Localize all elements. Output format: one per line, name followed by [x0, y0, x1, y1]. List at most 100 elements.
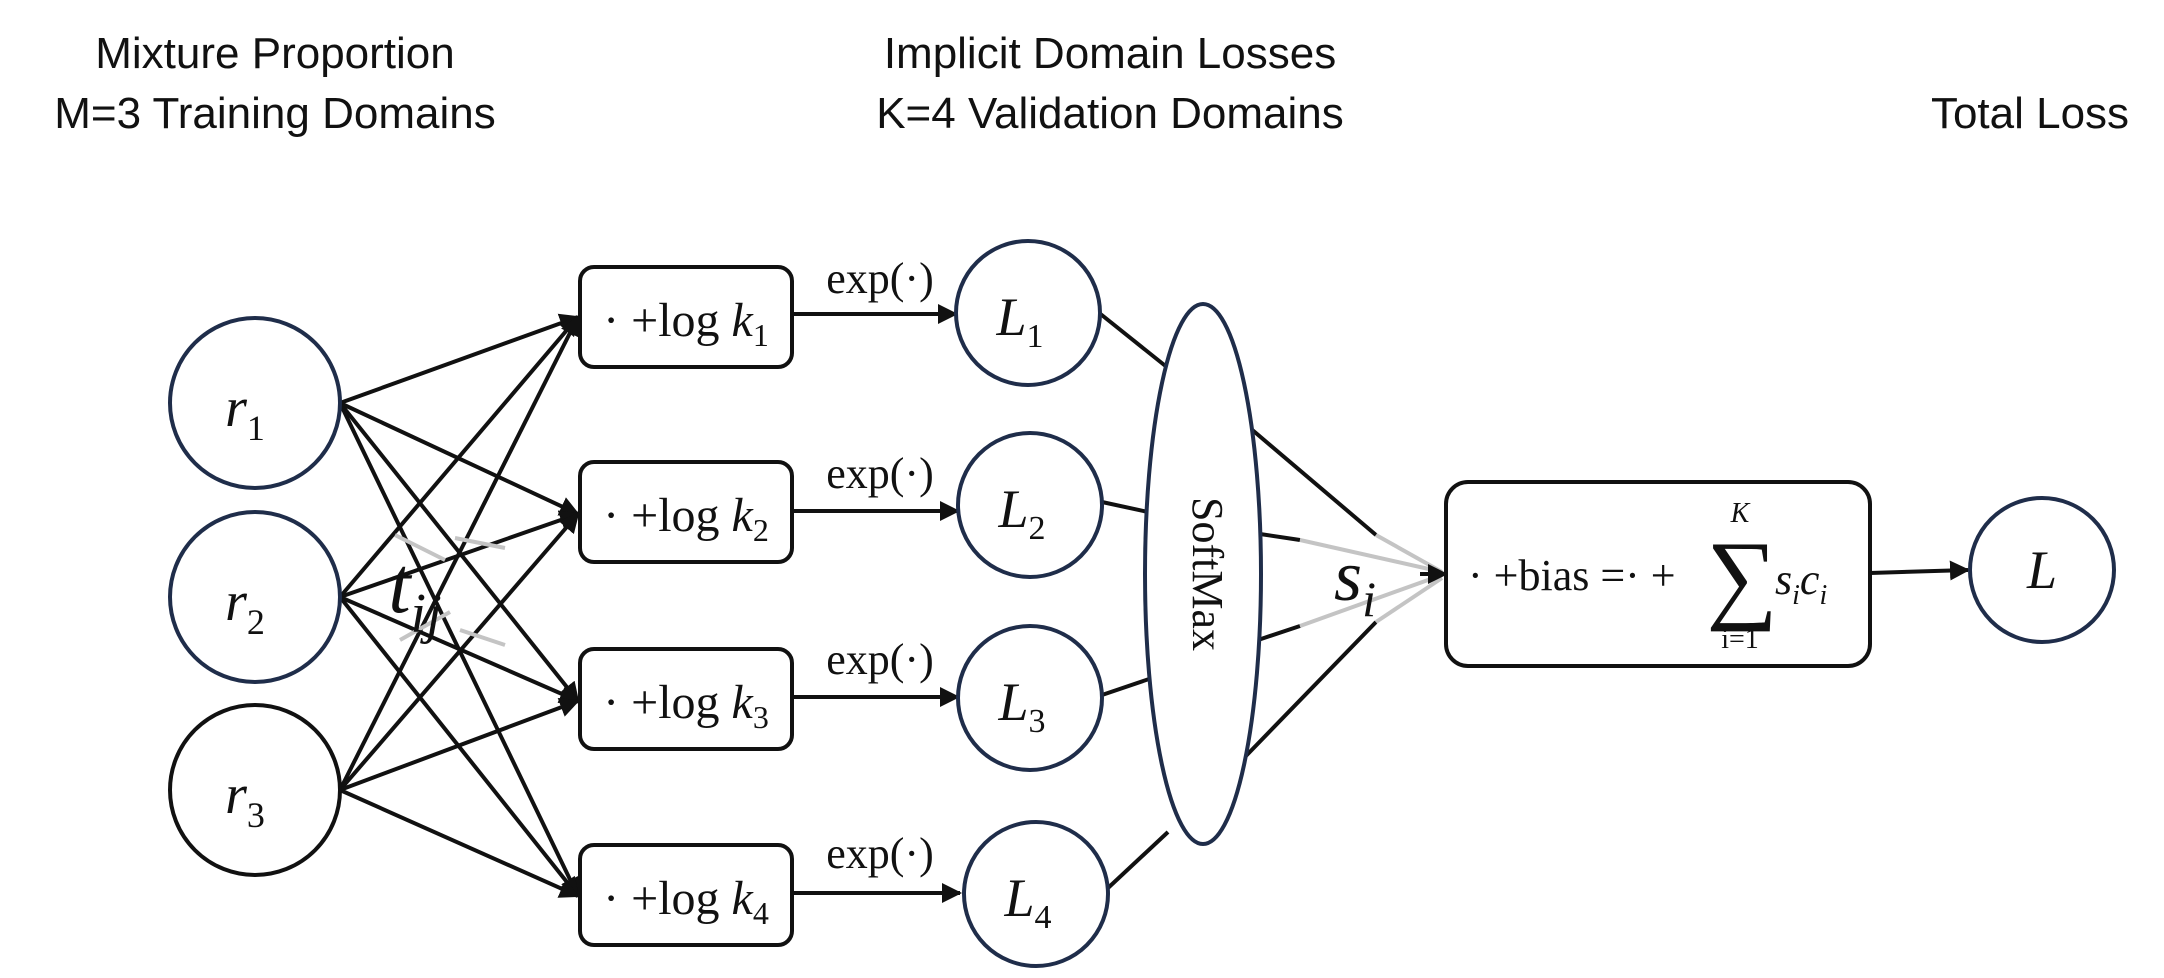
input-r2-base: r: [225, 571, 247, 633]
input-r3-base: r: [225, 764, 247, 826]
transform-label-sub: ij: [411, 583, 442, 645]
loss-node-L2: [956, 431, 1104, 579]
term-s-sub: i: [1792, 580, 1800, 611]
svg-text:· +log k1: · +log k1: [603, 294, 769, 353]
log-box-1-prefix: · +log: [603, 294, 731, 347]
edge-r3-k2: [338, 512, 580, 792]
output-node: [1968, 496, 2116, 644]
svg-text:r1: r1: [225, 377, 265, 448]
edge-softmax-total-4: [1240, 620, 1378, 762]
input-node-r1: [168, 316, 342, 490]
header-right-line1: Total Loss: [1931, 89, 2129, 138]
edge-L2-softmax: [1101, 500, 1149, 514]
loss-node-L1: [954, 239, 1102, 387]
header-middle-line1: Implicit Domain Losses: [884, 29, 1336, 78]
total-box-lhs: · +bias =· +: [1468, 551, 1676, 600]
loss-L2-base: L: [997, 479, 1028, 539]
softmax-output-edges: [1240, 426, 1448, 762]
log-box-1-base: k: [732, 294, 755, 347]
output-label: L: [2026, 540, 2057, 600]
log-boxes: · +log k1 · +log k2 · +log k3 · +log k4: [578, 265, 794, 947]
log-box-2-base: k: [732, 489, 755, 542]
log-box-4-base: k: [732, 872, 755, 925]
total-box-rect: [1444, 480, 1872, 668]
loss-nodes: L1 L2 L3 L4: [954, 239, 1110, 968]
log-box-3-base: k: [732, 676, 755, 729]
input-r3-sub: 3: [247, 795, 265, 835]
transform-label-base: t: [388, 542, 412, 630]
input-edges: [338, 313, 580, 898]
svg-text:sici: sici: [1775, 555, 1827, 611]
edge-r2-k1: [338, 315, 580, 599]
input-node-r3: [168, 703, 342, 877]
softmax-input-edges: [1096, 310, 1170, 890]
sum-symbol: ∑: [1706, 521, 1777, 632]
sum-lower-limit: i=1: [1721, 624, 1759, 655]
loss-L4-sub: 4: [1035, 899, 1052, 936]
log-box-2-prefix: · +log: [603, 489, 731, 542]
input-nodes: r1 r2 r3: [168, 316, 342, 877]
edge-L4-softmax: [1106, 830, 1170, 890]
svg-text:L4: L4: [1003, 868, 1051, 936]
svg-text:r2: r2: [225, 571, 265, 642]
weight-label: si: [1334, 536, 1376, 627]
edge-highlight: [394, 533, 446, 562]
loss-L1-base: L: [995, 287, 1026, 347]
edge-softmax-total-1: [1248, 426, 1378, 537]
edge-L3-softmax: [1101, 676, 1153, 697]
edge-highlight: [459, 628, 506, 647]
edge-softmax-total-2: [1259, 532, 1301, 542]
svg-text:· +log k2: · +log k2: [603, 489, 769, 548]
softmax-node: SoftMax: [1143, 302, 1263, 846]
softmax-ellipse: [1143, 302, 1263, 846]
svg-text:· +log k4: · +log k4: [603, 872, 769, 931]
log-box-1: [578, 265, 794, 369]
loss-node-L3: [956, 624, 1104, 772]
edge-r3-k1: [338, 315, 580, 791]
loss-L3-sub: 3: [1029, 703, 1046, 740]
input-node-r2: [168, 510, 342, 684]
input-r1-sub: 1: [247, 408, 265, 448]
svg-text:r3: r3: [225, 764, 265, 835]
output-arrow: [1869, 560, 1970, 581]
input-r2-sub: 2: [247, 602, 265, 642]
term-c: c: [1800, 555, 1820, 604]
softmax-label: SoftMax: [1183, 497, 1232, 651]
transform-label: tij: [388, 542, 441, 645]
column-headers: Mixture Proportion M=3 Training Domains …: [54, 29, 2129, 138]
log-box-4-prefix: · +log: [603, 872, 731, 925]
log-box-4-sub: 4: [753, 895, 769, 931]
weight-label-base: s: [1334, 536, 1362, 616]
header-left-line1: Mixture Proportion: [95, 29, 454, 78]
log-box-3-prefix: · +log: [603, 676, 731, 729]
loss-L1-sub: 1: [1027, 318, 1044, 355]
loss-L3-base: L: [997, 672, 1028, 732]
exp-label-1: exp(·): [826, 254, 934, 303]
loss-L4-base: L: [1003, 868, 1034, 928]
edge-softmax-total-4-gray: [1374, 576, 1444, 624]
input-r1-base: r: [225, 377, 247, 439]
header-left-line2: M=3 Training Domains: [54, 89, 495, 138]
exp-label-2: exp(·): [826, 449, 934, 498]
log-box-3-sub: 3: [753, 699, 769, 735]
log-box-1-sub: 1: [753, 317, 769, 353]
sum-upper-limit: K: [1730, 498, 1751, 529]
header-middle-line2: K=4 Validation Domains: [876, 89, 1344, 138]
log-box-2-sub: 2: [753, 512, 769, 548]
edge-L1-softmax: [1096, 310, 1170, 370]
edge-r3-k4: [339, 788, 580, 898]
term-c-sub: i: [1819, 580, 1827, 611]
loss-node-L4: [962, 820, 1110, 968]
exp-label-3: exp(·): [826, 635, 934, 684]
edge-highlight: [454, 536, 506, 550]
exp-label-4: exp(·): [826, 829, 934, 878]
loss-L2-sub: 2: [1029, 510, 1046, 547]
edge-r3-k3: [339, 697, 580, 792]
exp-edges: exp(·) exp(·) exp(·) exp(·): [792, 254, 962, 903]
edge-softmax-total-3-gray: [1299, 573, 1443, 628]
weight-label-sub: i: [1362, 571, 1376, 627]
term-s: s: [1775, 555, 1792, 604]
edge-softmax-total-2-gray: [1299, 538, 1443, 574]
total-box: · +bias =· + ∑ K i=1 sici: [1444, 480, 1872, 668]
